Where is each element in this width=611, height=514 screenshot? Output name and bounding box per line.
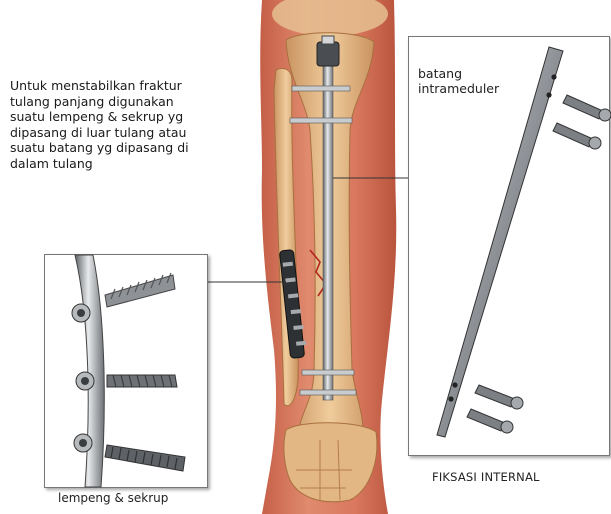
intro-text: Untuk menstabilkan fraktur tulang panjan… — [10, 78, 240, 171]
detail-locking-screw — [467, 409, 513, 433]
plate-detail-box — [44, 254, 208, 488]
ankle-bones — [284, 423, 377, 502]
detail-plate — [75, 255, 104, 487]
detail-locking-screw — [553, 123, 601, 149]
rod-top-cap — [317, 42, 339, 66]
rod-label: batang intrameduler — [418, 66, 499, 96]
detail-locking-screw — [475, 385, 523, 409]
plate-caption: lempeng & sekrup — [58, 491, 168, 505]
intramedullary-rod — [323, 40, 333, 400]
fixation-caption: FIKSASI INTERNAL — [432, 470, 540, 484]
detail-screw — [76, 372, 177, 390]
detail-rod — [437, 47, 563, 437]
rod-detail-box — [408, 36, 610, 456]
detail-locking-screw — [563, 95, 611, 121]
